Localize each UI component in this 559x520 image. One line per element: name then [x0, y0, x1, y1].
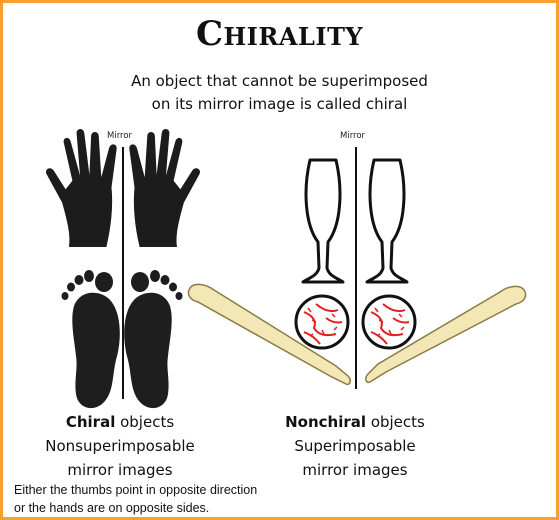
nonchiral-caption-line-1: Nonchiral objects: [245, 410, 465, 434]
chiral-term: Chiral: [66, 413, 116, 431]
nonchiral-caption-line-3: mirror images: [245, 458, 465, 482]
chiral-caption: Chiral objects Nonsuperimposable mirror …: [20, 410, 220, 482]
chiral-caption-line-2: Nonsuperimposable: [20, 434, 220, 458]
baseball-icon: [296, 296, 348, 348]
left-hand-print-icon: [46, 129, 117, 247]
chiral-caption-line-3: mirror images: [20, 458, 220, 482]
chiral-caption-line-1: Chiral objects: [20, 410, 220, 434]
footnote-line-1: Either the thumbs point in opposite dire…: [14, 481, 257, 499]
left-footprint-icon: [62, 270, 120, 408]
nonchiral-term: Nonchiral: [285, 413, 366, 431]
right-footprint-icon: [124, 270, 182, 408]
right-hand-print-icon: [129, 129, 200, 247]
baseball-icon: [363, 296, 415, 348]
chiral-caption-objects: objects: [115, 413, 174, 431]
wine-glass-icon: [303, 160, 343, 282]
nonchiral-caption-line-2: Superimposable: [245, 434, 465, 458]
footnote: Either the thumbs point in opposite dire…: [14, 481, 257, 517]
footnote-line-2: or the hands are on opposite sides.: [14, 499, 257, 517]
nonchiral-caption: Nonchiral objects Superimposable mirror …: [245, 410, 465, 482]
wine-glass-icon: [367, 160, 407, 282]
nonchiral-caption-objects: objects: [366, 413, 425, 431]
